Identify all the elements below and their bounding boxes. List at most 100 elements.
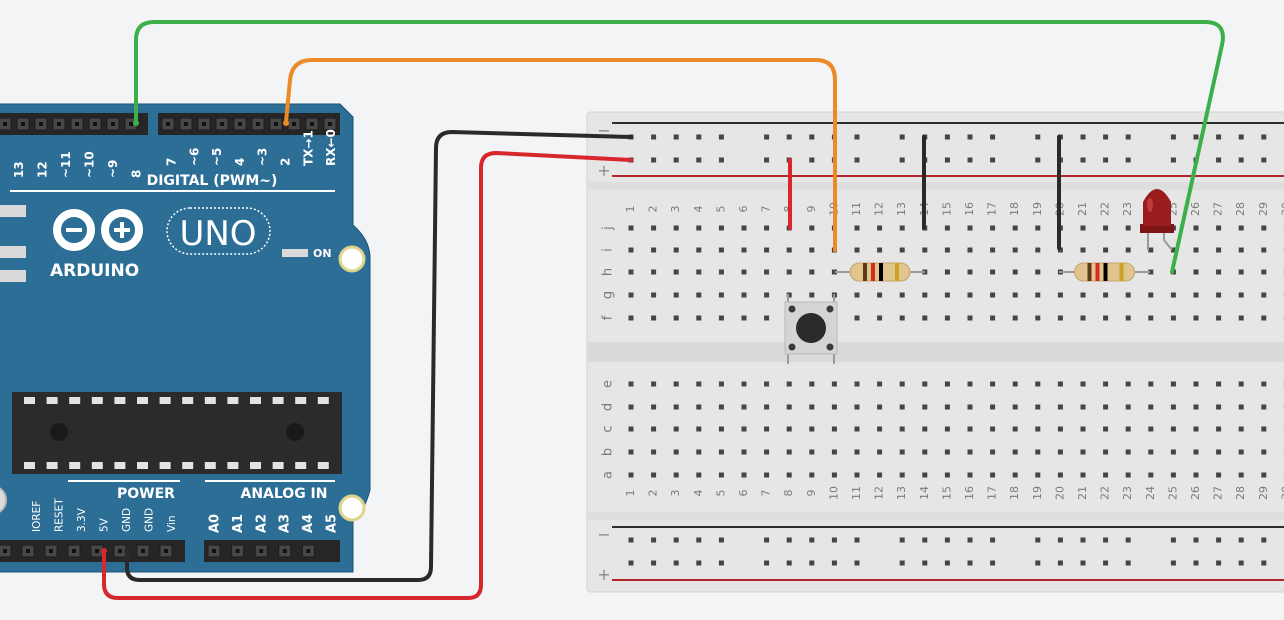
breadboard-hole [1261, 472, 1267, 478]
pin-hole [3, 549, 7, 553]
breadboard-hole [1193, 537, 1199, 543]
column-label: 21 [1076, 486, 1089, 500]
red-led[interactable] [1140, 189, 1174, 251]
breadboard-hole [1080, 315, 1086, 321]
breadboard-hole [1057, 381, 1063, 387]
pin-hole [95, 549, 99, 553]
breadboard-hole [628, 247, 634, 253]
resistor-band [1119, 263, 1124, 281]
breadboard-hole [1170, 381, 1176, 387]
wire-red-5v-to-rail[interactable] [102, 151, 633, 600]
breadboard-hole [651, 472, 657, 478]
breadboard-hole [899, 404, 905, 410]
usb-port-edge [0, 205, 26, 217]
breadboard-hole [944, 449, 950, 455]
resistor-band [1103, 263, 1108, 281]
breadboard-hole [1080, 404, 1086, 410]
breadboard-hole [967, 472, 973, 478]
breadboard-hole [1080, 472, 1086, 478]
breadboard-hole [854, 404, 860, 410]
breadboard-hole [673, 157, 679, 163]
column-label: 4 [692, 206, 705, 213]
breadboard-hole [1238, 472, 1244, 478]
breadboard-hole [831, 404, 837, 410]
column-label: 19 [1031, 486, 1044, 500]
breadboard-column-labels: 1122334455667788991010111112121313141415… [624, 202, 1284, 500]
pin-label: A5 [325, 514, 340, 533]
breadboard-hole [944, 157, 950, 163]
breadboard-hole [967, 426, 973, 432]
breadboard-hole [967, 292, 973, 298]
breadboard-hole [1148, 472, 1154, 478]
chip-pin [272, 397, 284, 404]
breadboard-hole [854, 381, 860, 387]
wire-green-pin8-to-led[interactable] [134, 20, 1225, 274]
breadboard-hole [1170, 134, 1176, 140]
pin-hole [235, 549, 240, 553]
row-label: g [601, 291, 616, 299]
breadboard-hole [1216, 292, 1222, 298]
breadboard-hole [967, 134, 973, 140]
breadboard-hole [1035, 134, 1041, 140]
breadboard-hole [673, 560, 679, 566]
breadboard-hole [854, 315, 860, 321]
pin-hole [238, 122, 242, 126]
column-label: 15 [940, 486, 953, 500]
breadboard-hole [1148, 269, 1154, 275]
breadboard-hole [990, 292, 996, 298]
breadboard-hole [786, 537, 792, 543]
chip-pin [295, 397, 307, 404]
chip-pin [182, 397, 194, 404]
breadboard-hole [854, 426, 860, 432]
breadboard-hole [628, 560, 634, 566]
breadboard-hole [944, 472, 950, 478]
breadboard-hole [718, 537, 724, 543]
breadboard-hole [1261, 134, 1267, 140]
infinity-logo-right-icon [101, 209, 143, 251]
column-label: 29 [1257, 486, 1270, 500]
breadboard-hole [764, 157, 770, 163]
breadboard-hole [1012, 426, 1018, 432]
breadboard-hole [1238, 134, 1244, 140]
wire-black-gnd-to-rail[interactable] [125, 130, 633, 582]
resistor[interactable] [1059, 262, 1150, 282]
column-label: 27 [1212, 202, 1225, 216]
breadboard: − + − + 11223344556677889910101111121213… [586, 111, 1284, 593]
breadboard-hole [854, 472, 860, 478]
breadboard-hole [1125, 449, 1131, 455]
breadboard-hole [1035, 247, 1041, 253]
breadboard-hole [741, 404, 747, 410]
breadboard-hole [854, 449, 860, 455]
pin-label: A2 [254, 514, 269, 533]
column-label: 22 [1099, 486, 1112, 500]
breadboard-hole [764, 381, 770, 387]
breadboard-hole [1057, 537, 1063, 543]
breadboard-hole [831, 426, 837, 432]
breadboard-hole [1216, 381, 1222, 387]
breadboard-hole [1238, 269, 1244, 275]
breadboard-hole [877, 404, 883, 410]
breadboard-hole [718, 472, 724, 478]
breadboard-hole [1035, 426, 1041, 432]
push-button[interactable] [784, 294, 838, 364]
resistor[interactable] [835, 262, 925, 282]
breadboard-hole [831, 537, 837, 543]
wire-end-connector [133, 120, 139, 126]
breadboard-hole [899, 560, 905, 566]
pin-hole [57, 122, 61, 126]
push-button-cap [796, 313, 826, 343]
breadboard-hole [1193, 247, 1199, 253]
breadboard-hole [673, 225, 679, 231]
column-label: 19 [1031, 202, 1044, 216]
wire-orange-pin2-to-resistor[interactable] [284, 58, 837, 252]
breadboard-hole [696, 560, 702, 566]
breadboard-hole [967, 225, 973, 231]
breadboard-hole [1238, 315, 1244, 321]
breadboard-hole [854, 157, 860, 163]
breadboard-hole [1261, 225, 1267, 231]
breadboard-hole [1261, 537, 1267, 543]
breadboard-hole [1012, 292, 1018, 298]
breadboard-hole [651, 134, 657, 140]
breadboard-hole [628, 381, 634, 387]
